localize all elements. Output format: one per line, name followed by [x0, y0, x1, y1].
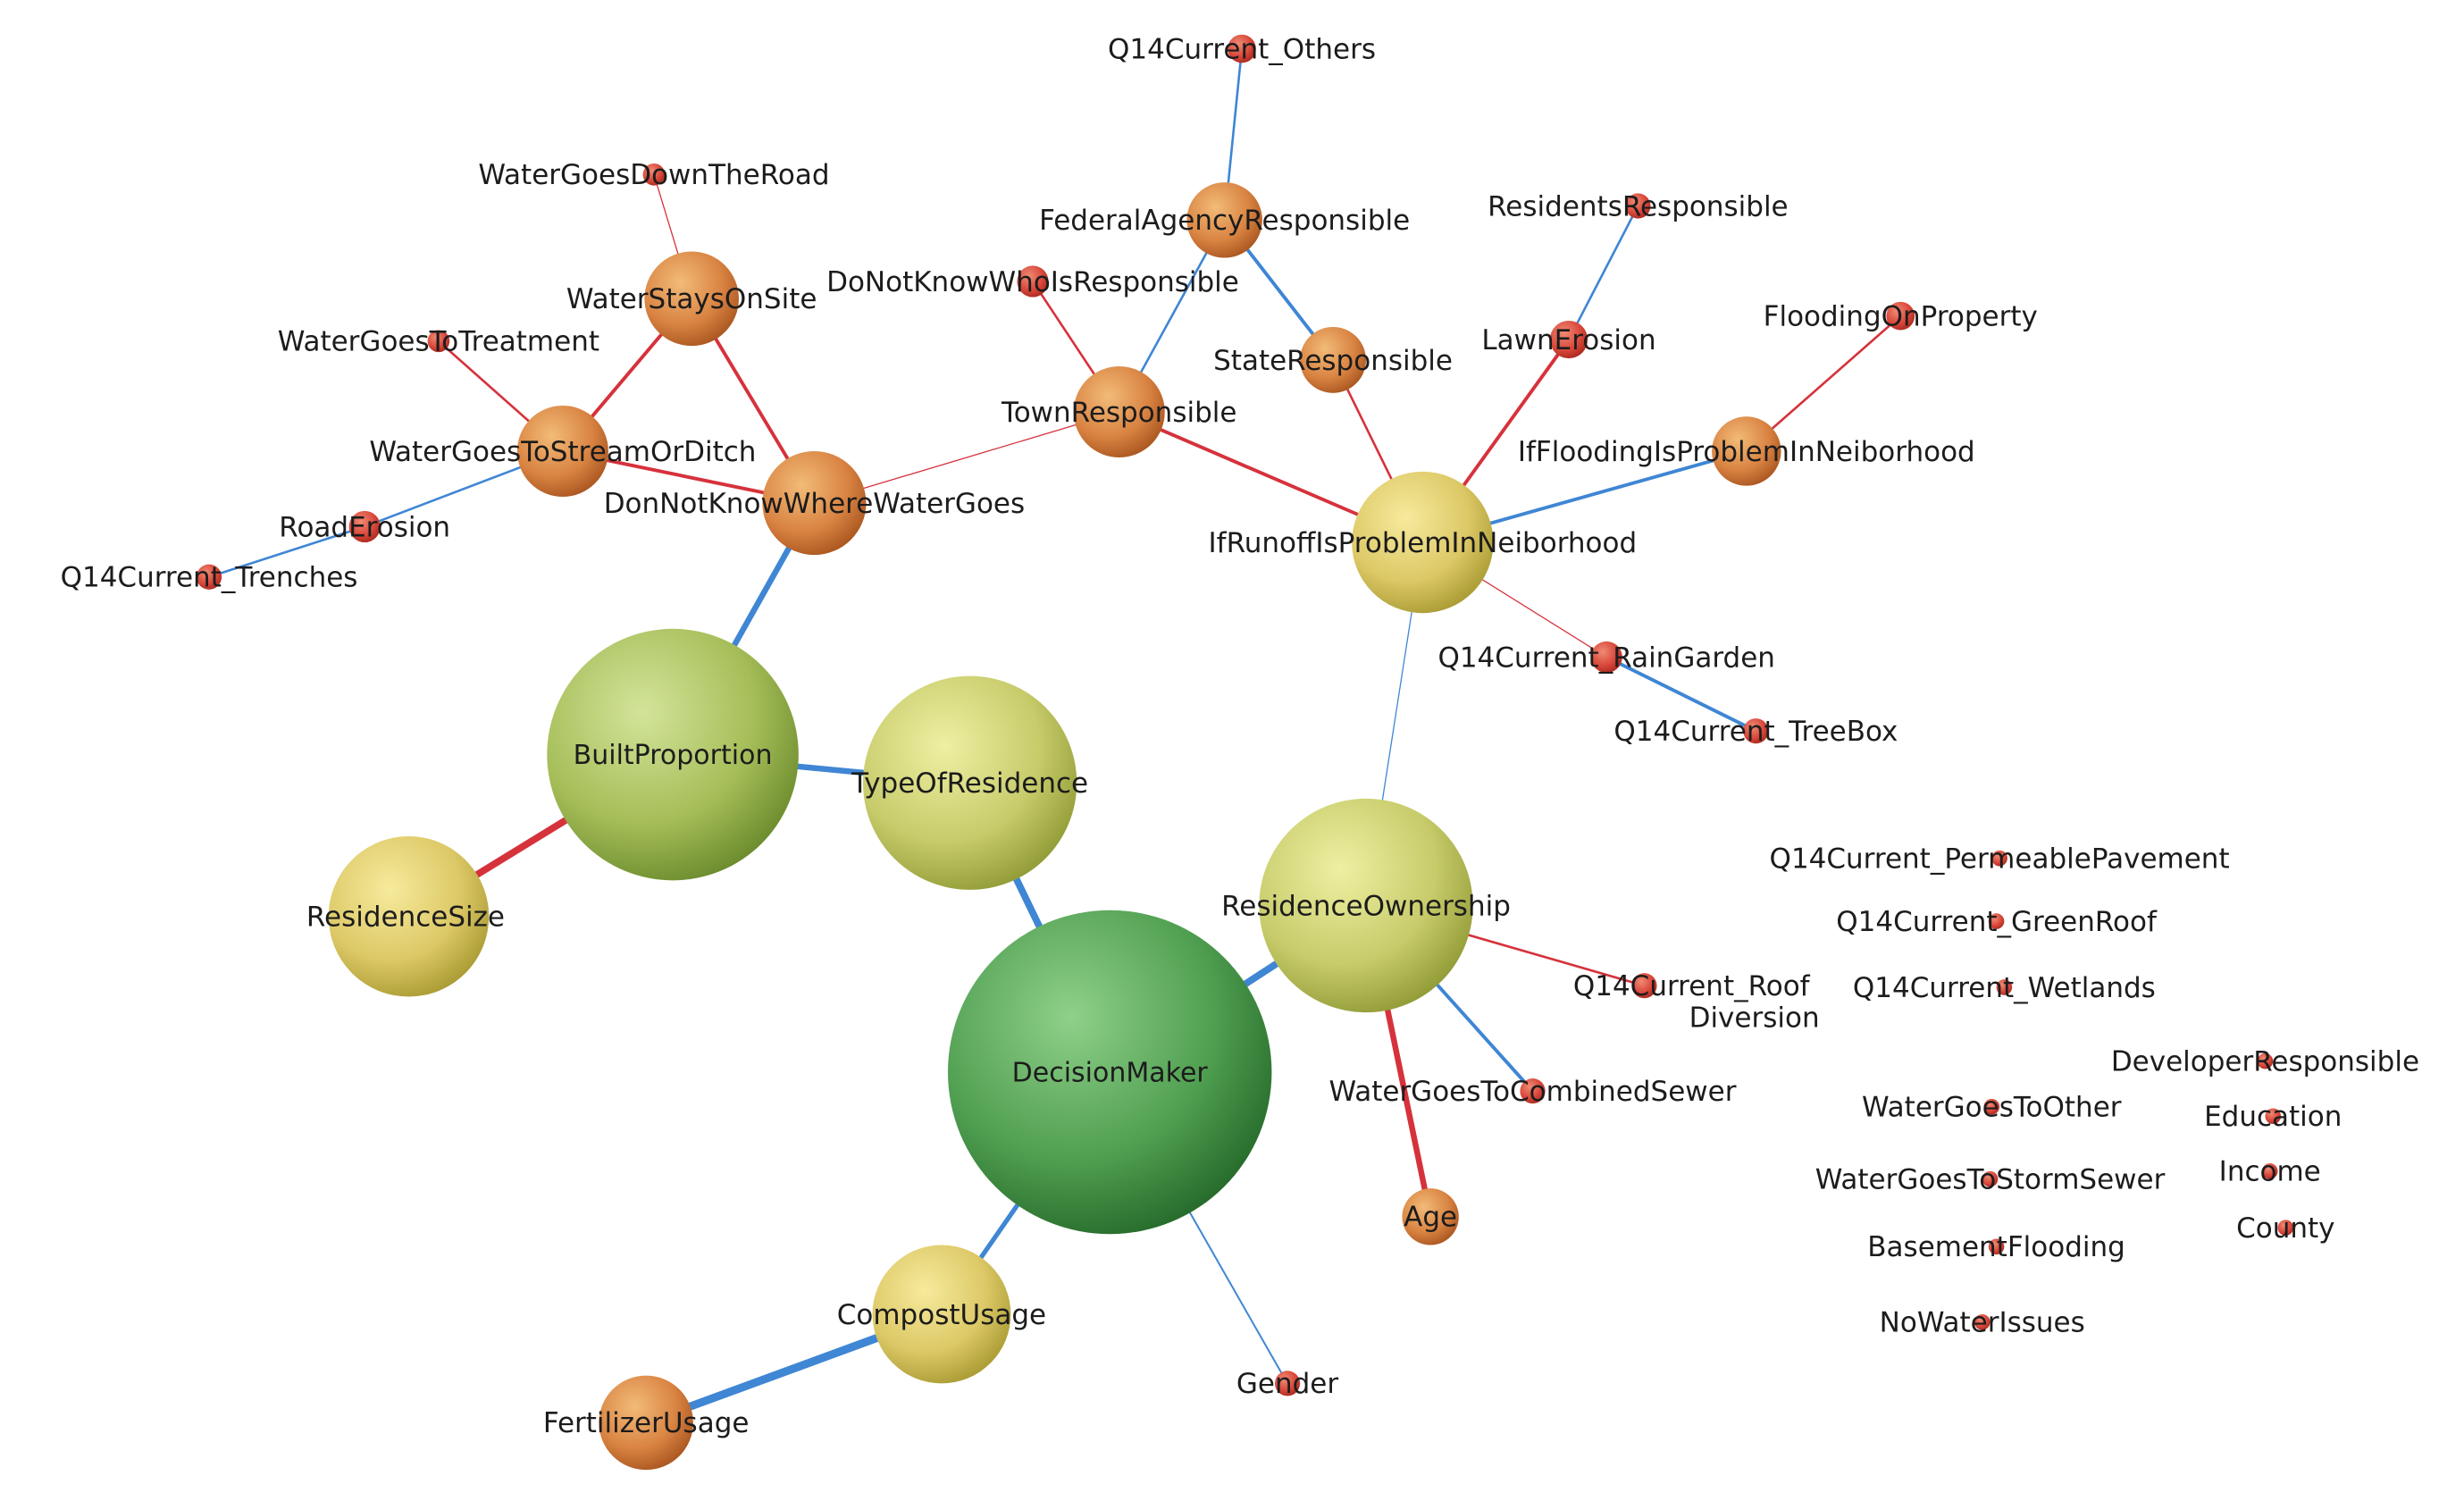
node-DonNotKnowWhereWaterGoes[interactable] — [762, 450, 867, 556]
node-label: Education — [2204, 1101, 2342, 1133]
node-label: WaterGoesToOther — [1862, 1092, 2122, 1124]
node-RoadErosion[interactable] — [348, 510, 381, 543]
node-IfFloodingIsProblemInNeiborhood[interactable] — [1712, 416, 1781, 486]
node-IfRunoffIsProblemInNeiborhood[interactable] — [1352, 471, 1494, 614]
node-label: Q14Current_TreeBox — [1613, 716, 1898, 748]
node-label: NoWaterIssues — [1880, 1307, 2085, 1339]
node-label: ResidenceSize — [306, 901, 505, 934]
node-label: BuiltProportion — [574, 740, 773, 771]
node-Q14Current_Others[interactable] — [1228, 34, 1256, 63]
nodes-layer — [196, 34, 2294, 1471]
edge-Q14Current_RainGarden-Q14Current_TreeBox — [1605, 655, 1758, 734]
node-label: RoadErosion — [279, 511, 450, 543]
node-label: Q14Current_GreenRoof — [1836, 906, 2158, 938]
node-WaterGoesToTreatment[interactable] — [427, 330, 450, 353]
node-WaterGoesToStormSewer[interactable] — [1982, 1170, 1999, 1187]
node-County[interactable] — [2277, 1220, 2294, 1236]
node-label: IfRunoffIsProblemInNeiborhood — [1209, 527, 1638, 559]
node-label: StateResponsible — [1213, 345, 1453, 377]
node-label: WaterGoesToStreamOrDitch — [369, 436, 756, 468]
node-label: CompostUsage — [837, 1299, 1046, 1331]
node-DecisionMaker[interactable] — [947, 910, 1272, 1235]
node-Q14Current_GreenRoof[interactable] — [1988, 913, 2005, 929]
node-label: Q14Current_RainGarden — [1437, 641, 1775, 674]
node-Q14Current_PermeablePavement[interactable] — [1991, 850, 2007, 867]
node-label: WaterGoesDownTheRoad — [478, 159, 829, 191]
node-label: DonNotKnowWhereWaterGoes — [604, 488, 1025, 520]
node-Income[interactable] — [2261, 1163, 2278, 1179]
node-label: FederalAgencyResponsible — [1039, 205, 1410, 237]
node-WaterGoesToStreamOrDitch[interactable] — [516, 405, 608, 498]
node-label: DoNotKnowWhoIsResponsible — [826, 266, 1239, 298]
node-Education[interactable] — [2265, 1108, 2282, 1125]
node-label: County — [2236, 1212, 2334, 1245]
node-WaterGoesDownTheRoad[interactable] — [642, 163, 666, 186]
node-WaterStaysOnSite[interactable] — [644, 251, 739, 347]
node-label: DecisionMaker — [1012, 1057, 1209, 1088]
node-Q14Current_RainGarden[interactable] — [1590, 641, 1622, 674]
node-Gender[interactable] — [1274, 1371, 1301, 1396]
node-label: Q14Current_PermeablePavement — [1770, 843, 2230, 876]
node-Age[interactable] — [1402, 1188, 1459, 1245]
node-label: ResidenceOwnership — [1221, 890, 1511, 922]
node-label: WaterGoesToTreatment — [278, 326, 599, 358]
node-BasementFlooding[interactable] — [1988, 1238, 2005, 1255]
node-TypeOfResidence[interactable] — [862, 675, 1077, 890]
node-label: FertilizerUsage — [543, 1407, 750, 1439]
node-FloodingOnProperty[interactable] — [1886, 301, 1915, 331]
node-label: IfFloodingIsProblemInNeiborhood — [1518, 436, 1975, 468]
edge-RoadErosion-Q14Current_Trenches — [207, 525, 366, 579]
node-DoNotKnowWhoIsResponsible[interactable] — [1017, 265, 1049, 298]
node-label: DeveloperResponsible — [2111, 1046, 2419, 1078]
node-ResidenceOwnership[interactable] — [1259, 798, 1473, 1013]
node-WaterGoesToOther[interactable] — [1983, 1098, 2000, 1115]
node-FertilizerUsage[interactable] — [599, 1375, 693, 1471]
node-label: Age — [1404, 1202, 1457, 1234]
node-FederalAgencyResponsible[interactable] — [1186, 182, 1262, 258]
node-LawnErosion[interactable] — [1549, 320, 1588, 359]
node-label: Q14Current_Wetlands — [1853, 972, 2156, 1004]
node-ResidenceSize[interactable] — [328, 836, 490, 997]
node-label: Q14Current_Trenches — [61, 562, 358, 594]
node-DeveloperResponsible[interactable] — [2257, 1052, 2274, 1069]
edge-ResidentsResponsible-LawnErosion — [1567, 205, 1639, 341]
node-label: WaterGoesToStormSewer — [1815, 1163, 2166, 1195]
node-label: FloodingOnProperty — [1764, 301, 2038, 333]
node-StateResponsible[interactable] — [1300, 326, 1367, 393]
node-label: ResidentsResponsible — [1488, 190, 1788, 222]
node-label: TypeOfResidence — [851, 767, 1088, 800]
labels-layer: Q14Current_OthersWaterGoesDownTheRoadFed… — [61, 33, 2419, 1439]
node-label: WaterStaysOnSite — [566, 283, 817, 315]
node-label: BasementFlooding — [1867, 1231, 2125, 1263]
node-TownResponsible[interactable] — [1073, 365, 1165, 458]
node-label: LawnErosion — [1481, 324, 1655, 356]
node-NoWaterIssues[interactable] — [1974, 1313, 1990, 1330]
node-Q14Current_Trenches[interactable] — [196, 564, 222, 590]
node-label: WaterGoesToCombinedSewer — [1329, 1076, 1737, 1108]
node-BuiltProportion[interactable] — [547, 628, 799, 881]
node-CompostUsage[interactable] — [872, 1245, 1011, 1384]
node-label: Q14Current_Others — [1108, 33, 1376, 65]
node-Q14Current_RoofDiversion[interactable] — [1631, 973, 1657, 999]
node-Q14Current_TreeBox[interactable] — [1743, 718, 1769, 744]
node-label: Income — [2219, 1156, 2321, 1188]
node-WaterGoesToCombinedSewer[interactable] — [1520, 1078, 1546, 1104]
node-Q14Current_Wetlands[interactable] — [1996, 979, 2013, 995]
node-label: TownResponsible — [1001, 397, 1236, 429]
edge-TownResponsible-DonNotKnowWhereWaterGoes — [813, 411, 1120, 504]
node-ResidentsResponsible[interactable] — [1625, 193, 1651, 219]
node-label: Gender — [1236, 1368, 1338, 1400]
